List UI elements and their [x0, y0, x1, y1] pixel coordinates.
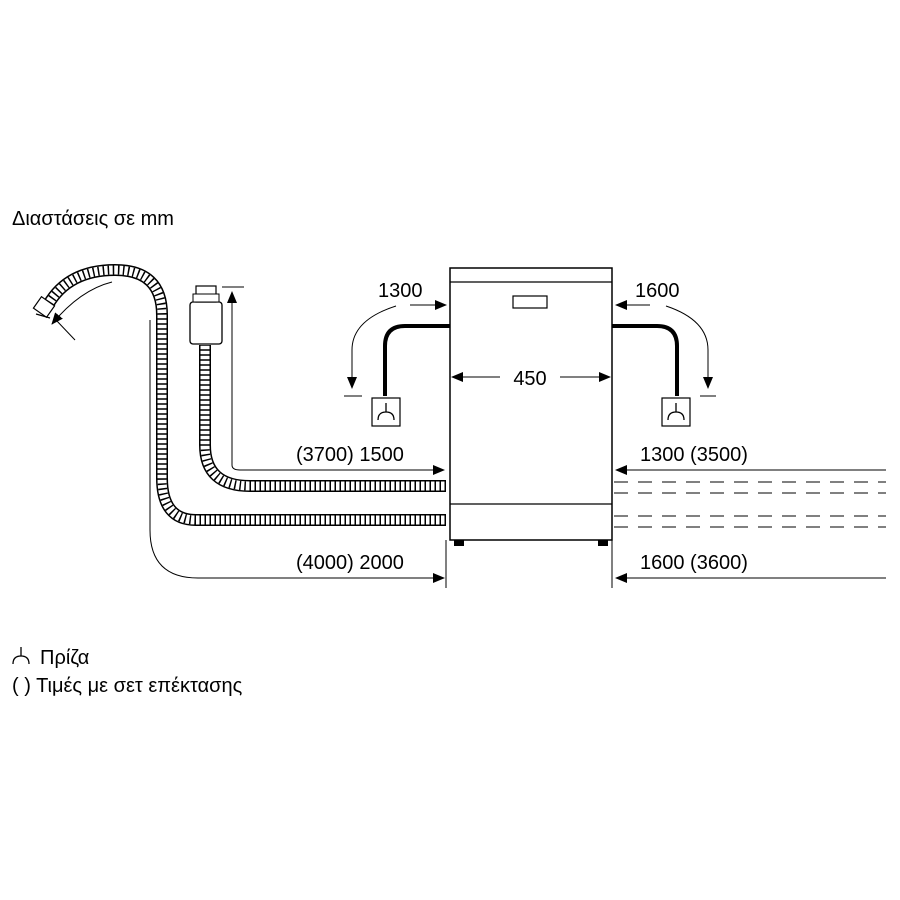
drain-hose-label: (3700) 1500 — [296, 444, 404, 466]
hose-end-connector-icon — [32, 295, 56, 319]
legend-socket-label: Πρίζα — [40, 647, 89, 669]
left-power-cable — [383, 324, 450, 396]
power-cable-label: 1300 (3500) — [640, 444, 748, 466]
legend-brackets-label: ( ) Τιμές με σετ επέκτασης — [12, 675, 243, 697]
legend-socket-icon — [12, 647, 30, 665]
left-cable-label: 1300 — [378, 280, 423, 302]
left-socket-icon — [371, 397, 401, 427]
dishwasher-icon — [449, 267, 613, 546]
hose-extension-dashes — [614, 481, 886, 528]
aquastop-valve-icon — [189, 285, 223, 345]
right-cable-label: 1600 — [635, 280, 680, 302]
width-dimension: 450 — [451, 368, 611, 390]
diagram-title: Διαστάσεις σε mm — [12, 208, 174, 230]
water-supply-label: 1600 (3600) — [640, 552, 748, 574]
right-socket-icon — [661, 397, 691, 427]
width-label: 450 — [513, 368, 546, 390]
inlet-hose-dimension-line — [149, 320, 445, 583]
inlet-hose-label: (4000) 2000 — [296, 552, 404, 574]
legend: Πρίζα ( ) Τιμές με σετ επέκτασης — [12, 647, 243, 697]
right-cable-dimension: 1600 — [615, 280, 716, 397]
drain-hose-dimension-line — [231, 464, 445, 475]
right-power-cable — [612, 324, 679, 396]
left-cable-dimension: 1300 — [344, 280, 447, 397]
